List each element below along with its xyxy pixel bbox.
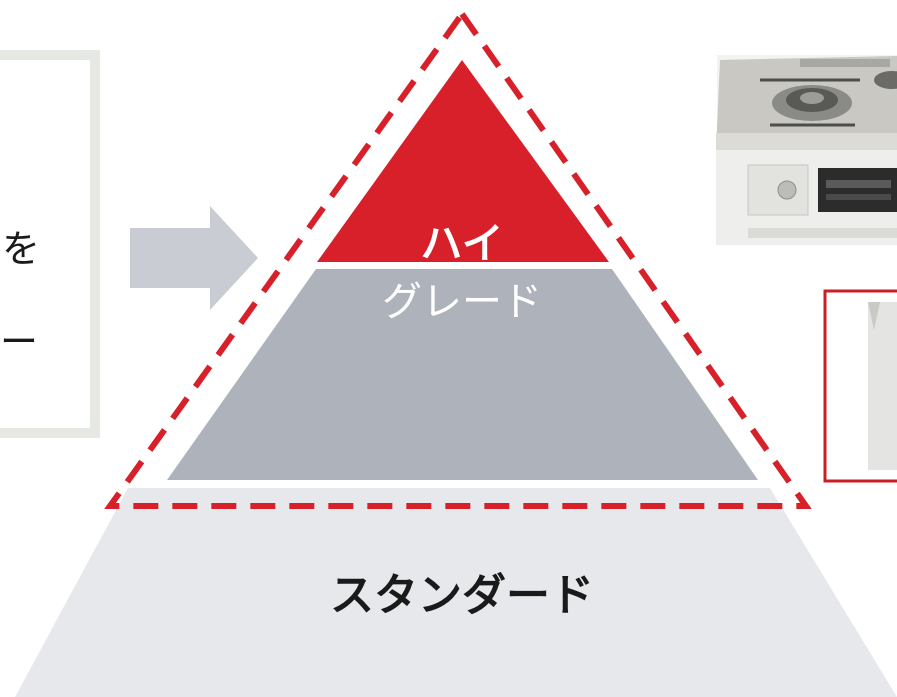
burner-graphic <box>760 71 897 127</box>
middle-tier <box>167 269 758 480</box>
left-panel-text-1: を <box>2 227 40 271</box>
left-panel-text-2: ー <box>0 320 38 364</box>
standard-label: スタンダード <box>330 570 594 621</box>
high-label-line1: ハイ <box>420 219 503 268</box>
high-grade-tier <box>317 60 609 262</box>
standard-tier <box>15 488 897 697</box>
left-info-panel: を ー <box>0 50 100 438</box>
pointer-arrow <box>130 206 258 310</box>
product-card-image <box>868 302 897 470</box>
cooktop-product-photo <box>716 55 897 245</box>
high-label-line2: グレード <box>382 279 542 325</box>
product-card <box>823 289 897 483</box>
left-panel-frame <box>0 50 100 438</box>
highlight-dashed-outline <box>104 8 812 509</box>
